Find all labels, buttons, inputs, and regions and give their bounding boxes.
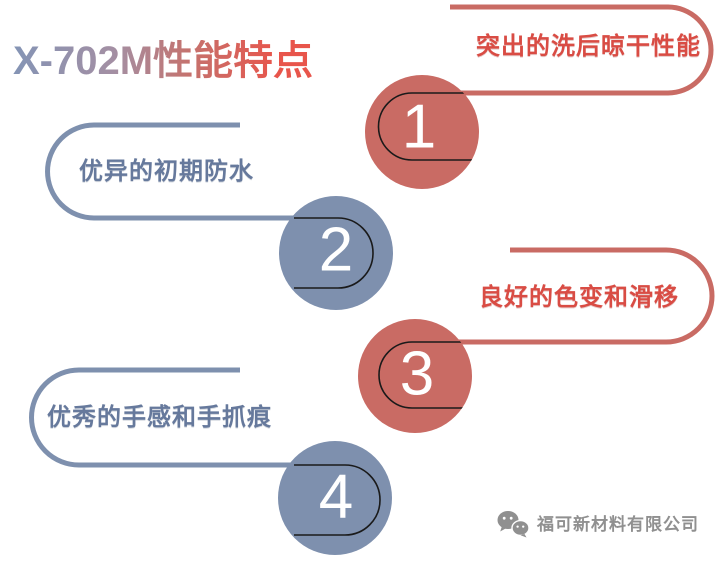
feature-2-graphic (45, 122, 393, 310)
feature-2-circle (279, 196, 393, 310)
wechat-icon (497, 510, 530, 538)
company-name: 福可新材料有限公司 (537, 514, 699, 534)
feature-3-number-capsule (378, 341, 466, 409)
feature-1-pill-outline (450, 4, 714, 96)
feature-1-number: 1 (401, 92, 437, 162)
feature-4-label: 优秀的手感和手抓痕 (47, 404, 272, 431)
feature-3-number: 3 (399, 339, 435, 409)
feature-2-label: 优异的初期防水 (79, 158, 254, 185)
feature-3-circle (358, 319, 472, 433)
feature-1-graphic (365, 4, 714, 189)
feature-3-pill-outline (450, 247, 715, 345)
feature-3-graphic (358, 247, 715, 433)
feature-2-number-capsule (294, 217, 374, 289)
feature-1-label: 突出的洗后晾干性能 (476, 33, 701, 60)
company-watermark: 福可新材料有限公司 (497, 510, 699, 538)
feature-4-number-capsule (294, 464, 381, 536)
page-title: X-702M性能特点 (13, 38, 314, 83)
feature-2-pill-outline (45, 122, 312, 221)
feature-4-graphic (29, 367, 392, 555)
feature-4-number: 4 (318, 462, 354, 532)
feature-1-number-capsule (377, 92, 472, 161)
feature-4-pill-outline (29, 367, 312, 468)
feature-2-number: 2 (318, 215, 354, 285)
feature-3-label: 良好的色变和滑移 (479, 284, 679, 311)
